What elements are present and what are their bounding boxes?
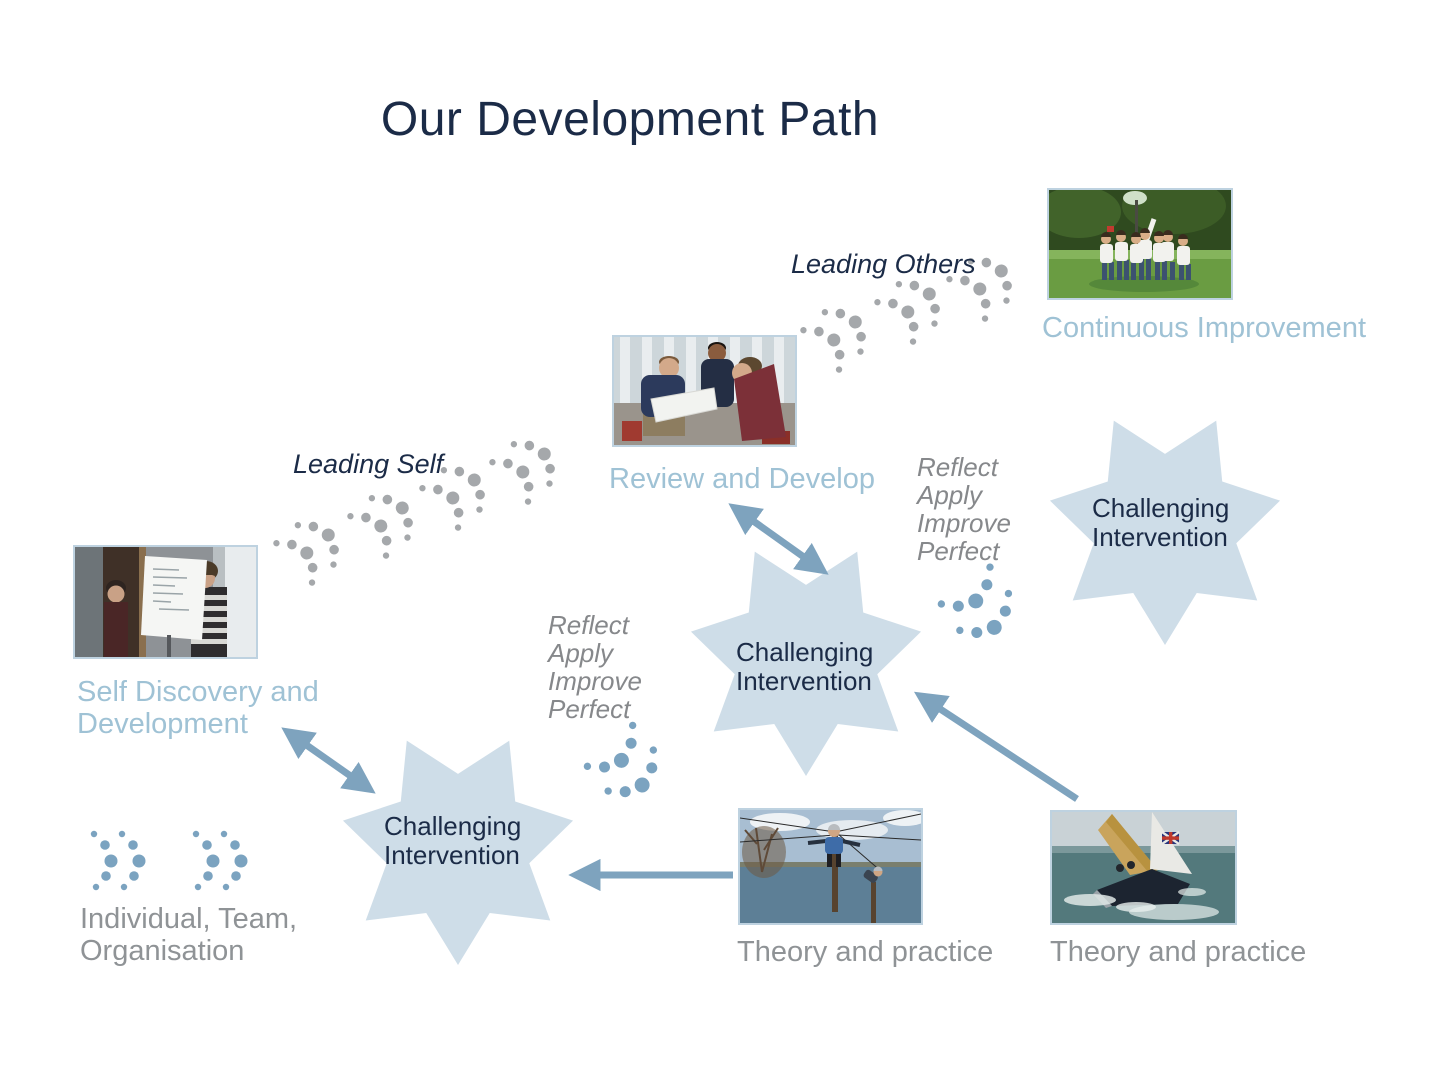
dot-cluster-individual-1 (90, 830, 146, 891)
reflect-word: Perfect (917, 536, 1000, 566)
reflect-word: Apply (548, 638, 614, 668)
reflect-word: Reflect (917, 452, 998, 482)
slide-title: Our Development Path (380, 93, 880, 146)
star-label-line2: Intervention (384, 840, 520, 870)
caption-theory-practice-sailing: Theory and practice (1050, 936, 1307, 968)
caption-line: Individual, Team, (80, 903, 298, 935)
star-label-center: Challenging Intervention (736, 638, 873, 696)
caption-line: Self Discovery and (77, 676, 319, 708)
star-label-line2: Intervention (736, 666, 872, 696)
reflect-word: Apply (917, 480, 983, 510)
dot-cluster-reflect-center (580, 720, 674, 813)
reflect-word: Improve (917, 508, 1011, 538)
star-label-line1: Challenging (736, 637, 874, 667)
photo-high-ropes (738, 808, 923, 925)
team-celebration-illustration (1049, 190, 1231, 298)
caption-line: Development (77, 708, 248, 740)
caption-individual-team: Individual, Team, Organisation (80, 903, 297, 967)
label-leading-others: Leading Others (791, 249, 976, 279)
dot-cluster-reflect-right (934, 562, 1027, 653)
dot-cluster-individual-2 (192, 830, 248, 891)
group-discussion-illustration (614, 337, 795, 445)
reflect-word: Reflect (548, 610, 629, 640)
photo-team-celebration (1047, 188, 1233, 300)
star-label-line1: Challenging (1092, 493, 1230, 523)
photo-sailing-yacht (1050, 810, 1237, 925)
star-label-right: Challenging Intervention (1092, 494, 1229, 552)
high-ropes-illustration (740, 810, 921, 923)
sailing-yacht-illustration (1052, 812, 1235, 923)
caption-continuous-improvement: Continuous Improvement (1042, 312, 1366, 344)
reflect-word: Improve (548, 666, 642, 696)
star-label-bottom-left: Challenging Intervention (384, 812, 521, 870)
arrow-review-to-center-star (728, 503, 829, 575)
reflect-word: Perfect (548, 694, 631, 724)
arrow-sailing-to-center-star (914, 691, 1079, 802)
label-leading-self: Leading Self (293, 449, 444, 479)
caption-self-discovery: Self Discovery and Development (77, 676, 319, 740)
caption-theory-practice-ropes: Theory and practice (737, 936, 994, 968)
reflect-cycle-center: Reflect Apply Improve Perfect (548, 611, 642, 723)
flipchart-workshop-illustration (75, 547, 256, 657)
star-label-line2: Intervention (1092, 522, 1228, 552)
caption-review-develop: Review and Develop (609, 463, 875, 495)
reflect-cycle-right: Reflect Apply Improve Perfect (917, 453, 1011, 565)
arrow-selfdiscovery-to-left-star (281, 727, 376, 794)
star-label-line1: Challenging (384, 811, 522, 841)
photo-flipchart-workshop (73, 545, 258, 659)
photo-group-discussion (612, 335, 797, 447)
caption-line: Organisation (80, 935, 245, 967)
